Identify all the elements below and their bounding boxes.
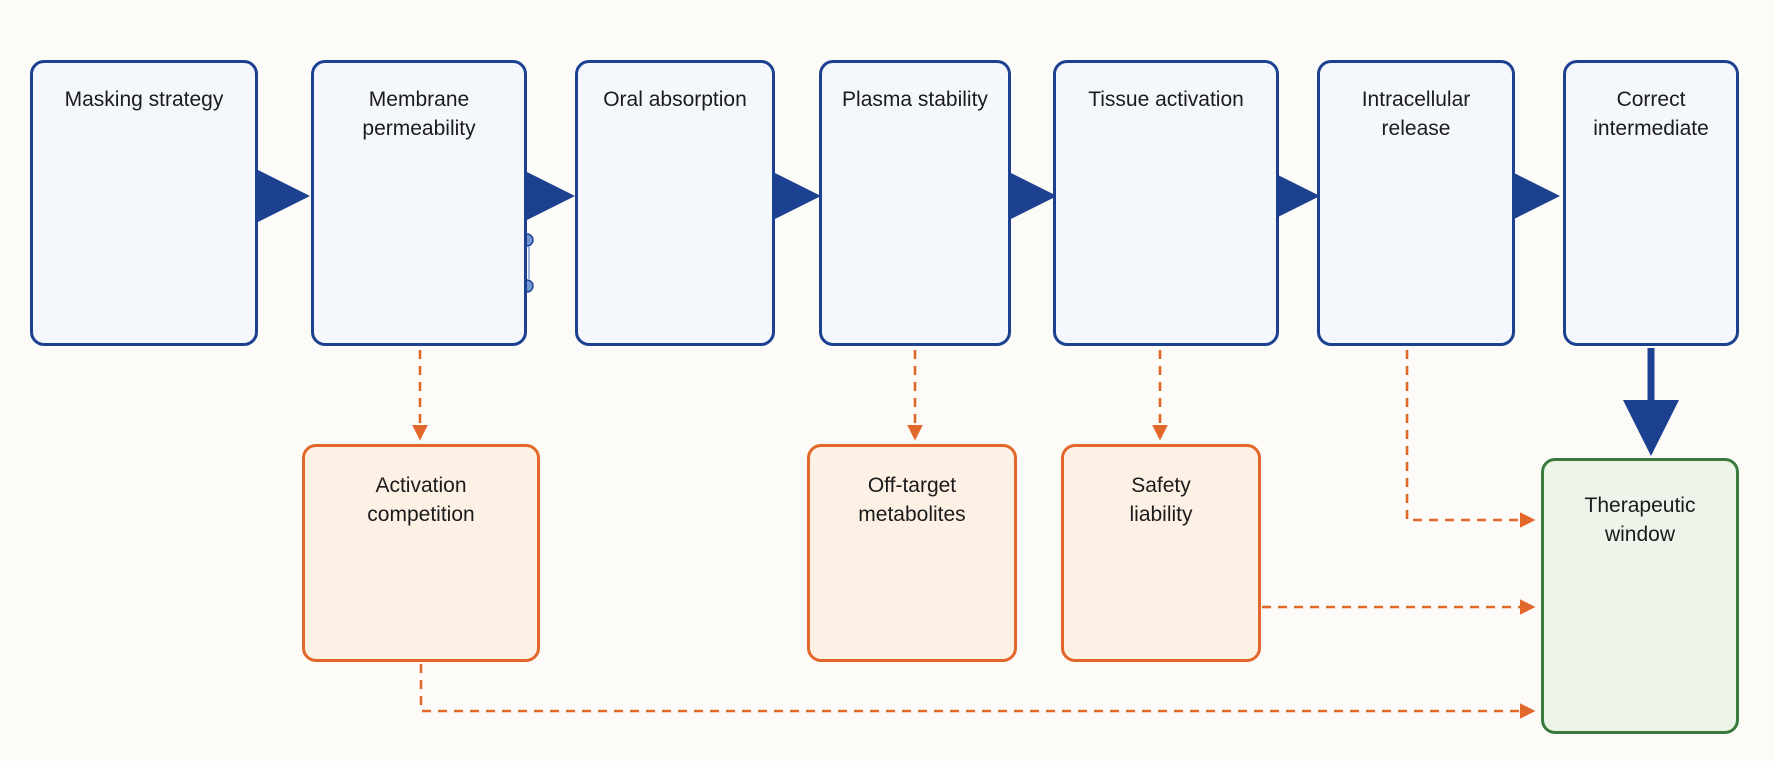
stage-label: Oral absorption bbox=[603, 88, 747, 111]
stage-label: Correct intermediate bbox=[1593, 88, 1709, 140]
arrow-intracellular-to-window bbox=[1405, 350, 1536, 528]
risk-label: Activation competition bbox=[367, 474, 475, 526]
risk-arrows bbox=[412, 350, 1536, 719]
stage-masking-strategy: Masking strategy bbox=[30, 60, 258, 346]
stage-tissue-activation: Tissue activation bbox=[1053, 60, 1279, 346]
outcome-label: Therapeutic window bbox=[1584, 494, 1696, 546]
stage-label: Plasma stability bbox=[842, 88, 988, 111]
stage-intracellular-release: Intracellular release bbox=[1317, 60, 1515, 346]
arrow-competition-to-window bbox=[419, 664, 1536, 719]
risk-label: Safety liability bbox=[1129, 474, 1193, 526]
stage-plasma-stability: Plasma stability bbox=[819, 60, 1011, 346]
stage-oral-absorption: Oral absorption bbox=[575, 60, 775, 346]
risk-safety-liability: Safety liability bbox=[1061, 444, 1261, 662]
stage-correct-intermediate: Correct intermediate bbox=[1563, 60, 1739, 346]
stage-label: Membrane permeability bbox=[362, 88, 476, 140]
outcome-therapeutic-window: Therapeutic window bbox=[1541, 458, 1739, 734]
risk-off-target-metabolites: Off-target metabolites bbox=[807, 444, 1017, 662]
stage-label: Intracellular release bbox=[1361, 88, 1471, 140]
stage-label: Tissue activation bbox=[1088, 88, 1244, 111]
stage-label: Masking strategy bbox=[64, 88, 224, 111]
stage-membrane-permeability: Membrane permeability bbox=[311, 60, 527, 346]
risk-label: Off-target metabolites bbox=[858, 474, 966, 526]
risk-activation-competition: Activation competition bbox=[302, 444, 540, 662]
flow-arrows bbox=[254, 168, 1679, 456]
